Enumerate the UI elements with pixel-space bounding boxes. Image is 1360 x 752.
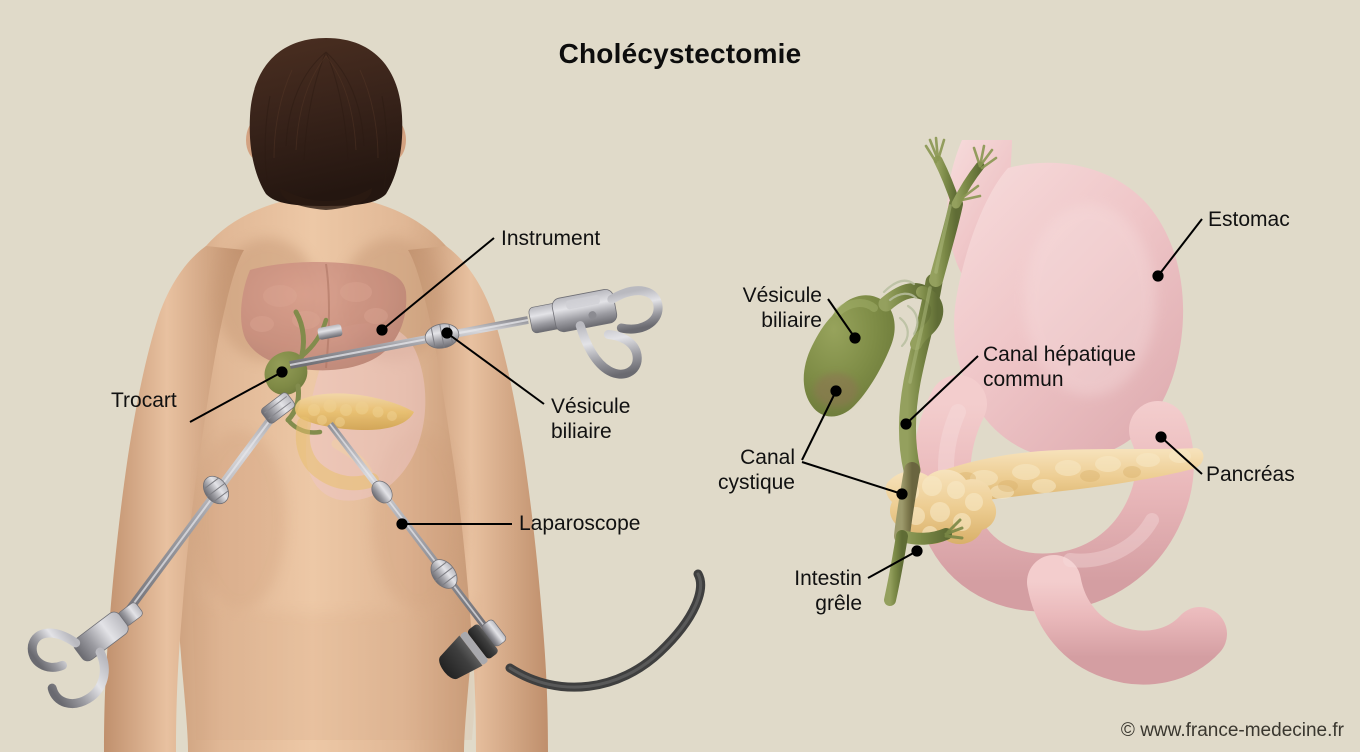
label-vesicule-biliaire: Vésicule biliaire [551,395,631,443]
hair [249,38,403,206]
label-laparoscope: Laparoscope [519,512,641,535]
page-title: Cholécystectomie [558,38,802,69]
duodenum-ghost [295,417,379,491]
label-canal-cystique: Canal cystique [717,446,795,494]
internal-organs-overlay [241,262,426,501]
leader-lines [189,218,1203,579]
common-bile-duct [894,462,920,544]
label-instrument: Instrument [501,227,601,250]
grasper-instrument [289,286,663,379]
pancreas-left [295,393,414,430]
label-pancreas: Pancréas [1206,463,1295,486]
trocar-port [27,392,295,708]
label-vesicule-biliaire-2: Vésicule biliaire [742,284,822,332]
label-trocart: Trocart [111,389,177,412]
label-canal-hepatique-commun: Canal hépatique commun [983,343,1136,391]
small-intestine [1027,555,1227,685]
copyright-credit: © www.france-medecine.fr [1120,720,1344,741]
liver [241,262,407,371]
label-estomac: Estomac [1208,208,1290,231]
laparoscope [327,421,706,692]
biliary-anatomy [803,136,1227,685]
label-intestin-grele: Intestin grêle [794,567,862,615]
common-hepatic-duct [899,136,998,479]
distal-duct-branches [884,518,964,606]
camera-head [439,619,507,679]
